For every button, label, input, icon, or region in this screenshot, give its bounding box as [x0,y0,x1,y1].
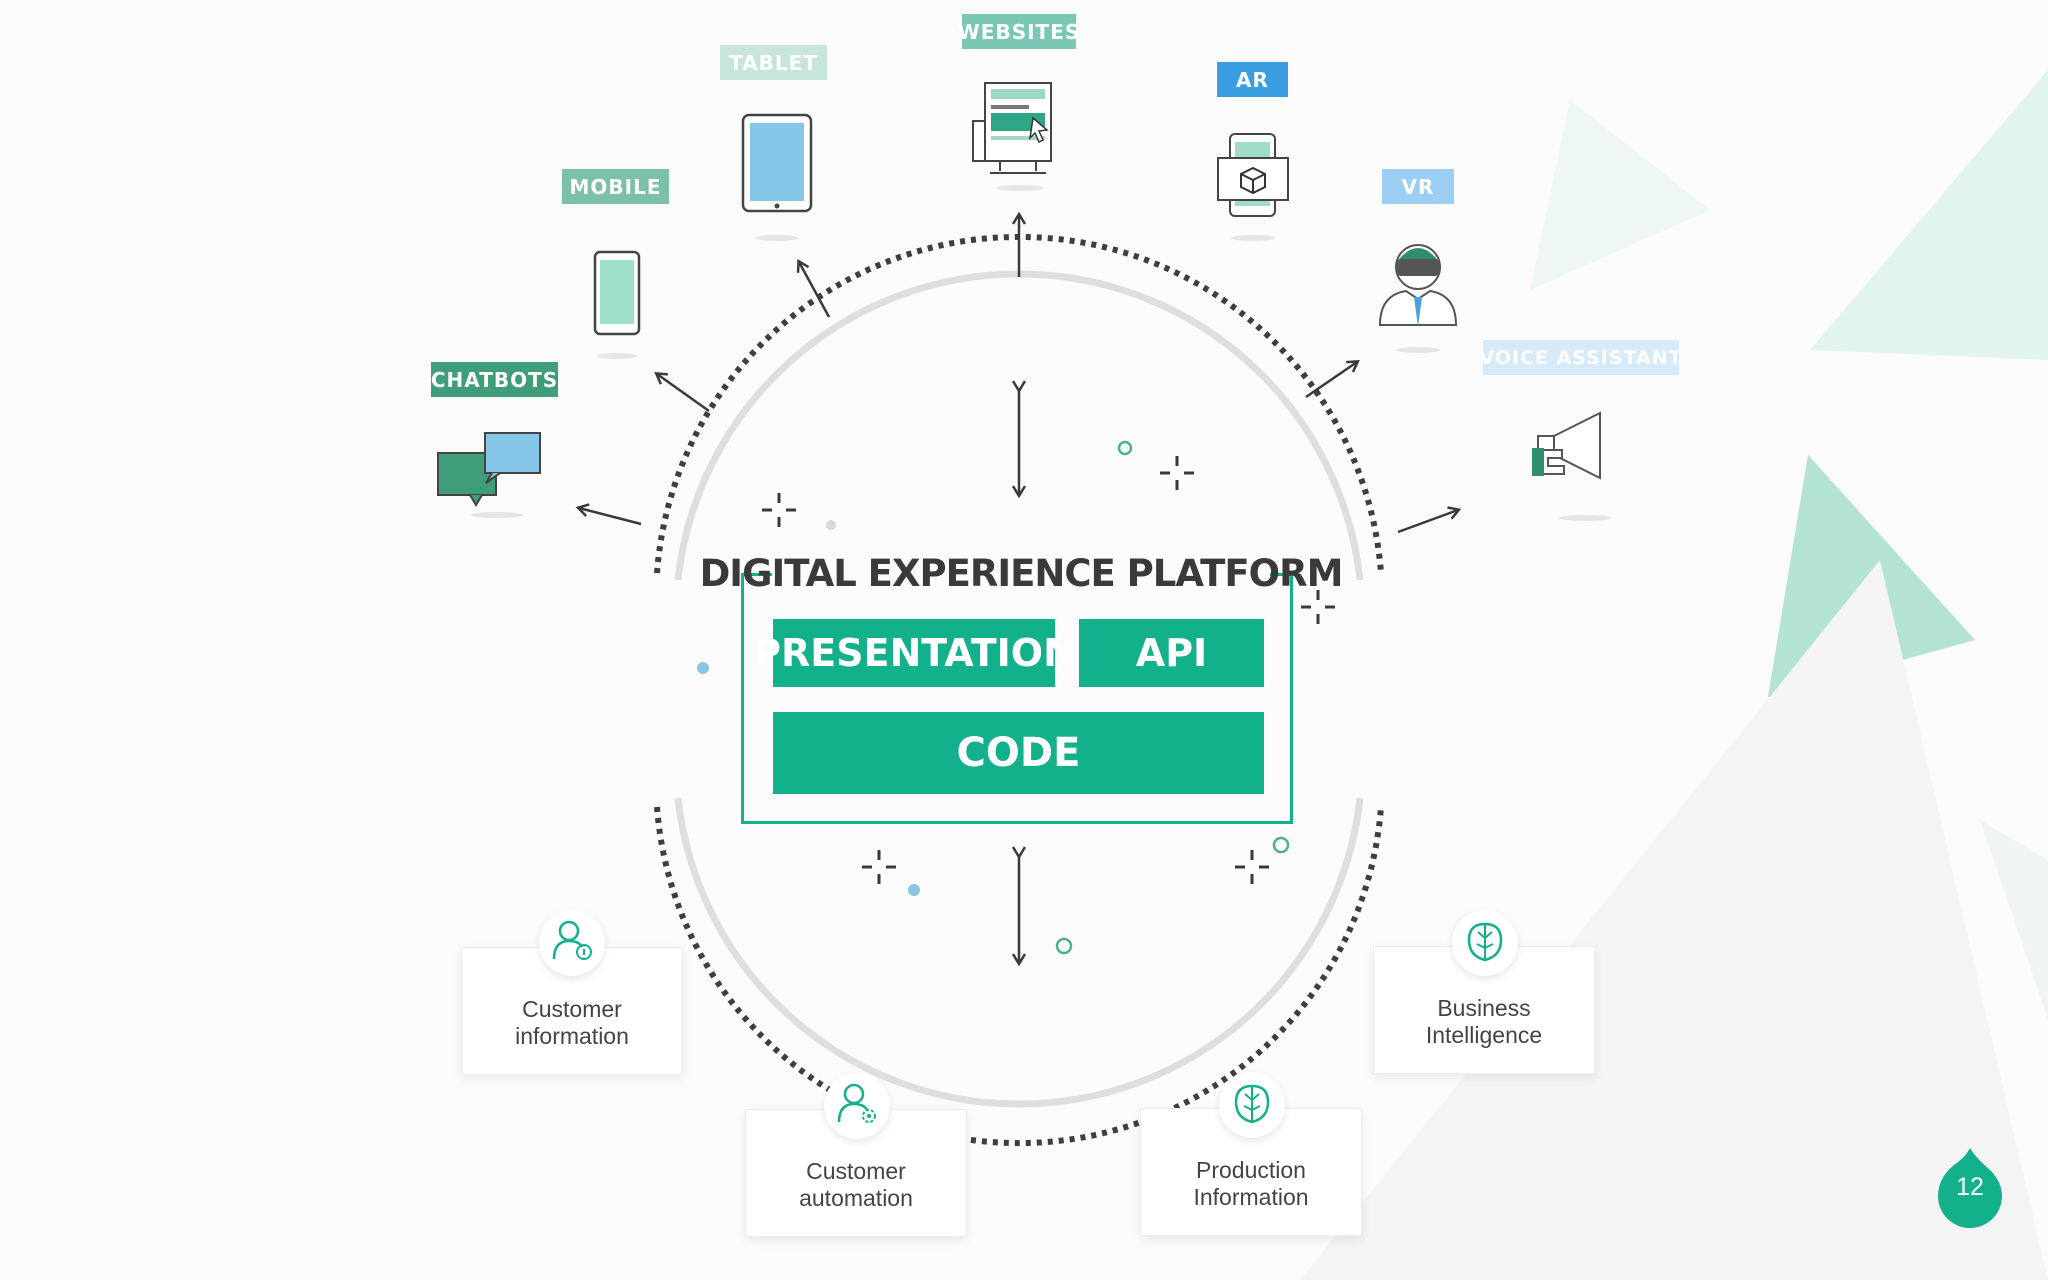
arrow-to-voice-assistant [1397,510,1458,534]
bg-triangle-2 [1810,70,2048,360]
card-line: information [515,1023,629,1049]
bottom-solid-arc [674,797,1364,1108]
arrow-to-chatbots [579,508,642,526]
tag-websites: WEBSITES [958,14,1079,49]
card-line: Business [1437,995,1531,1021]
bg-triangle-1 [1530,100,1710,290]
mobile-icon [593,250,641,359]
bg-triangle-5 [1980,820,2048,1020]
vr-headset-icon [1378,244,1458,353]
tag-chatbots-label: CHATBOTS [430,367,559,392]
dot-decoration [1117,440,1133,456]
card-line: Information [1193,1184,1309,1210]
tag-vr-label: VR [1401,174,1435,199]
bg-triangle-4 [1300,560,2048,1280]
api-block: API [1079,619,1264,687]
page-number: 12 [1956,1173,1984,1201]
card-line: Intelligence [1425,1022,1543,1048]
tag-voice-assistant-label: VOICE ASSISTANT [1479,346,1683,369]
arrow-to-vr [1305,362,1357,399]
card-business-intelligence: Business Intelligence [1373,946,1595,1074]
tag-ar: AR [1217,62,1288,97]
page-number-badge [1938,1148,2002,1228]
brain-icon [1452,910,1518,976]
tag-mobile-label: MOBILE [569,174,662,199]
card-line: automation [799,1185,913,1211]
monitor-icon [972,82,1052,191]
ar-phone-icon [1217,133,1289,241]
platform-title: DIGITAL EXPERIENCE PLATFORM [700,548,1343,598]
brain-icon [1219,1072,1285,1138]
tag-websites-label: WEBSITES [957,19,1081,44]
user-info-icon [539,910,605,976]
card-line: Customer [522,996,622,1022]
dot-decoration [1272,836,1290,854]
tag-tablet-label: TABLET [729,50,818,75]
code-block: CODE [773,712,1264,794]
card-line: Production [1196,1157,1306,1183]
card-line: Customer [806,1158,906,1184]
card-production-information: Production Information [1140,1108,1362,1236]
presentation-block: PRESENTATION [753,619,1075,687]
tablet-icon [741,113,813,241]
megaphone-icon [1532,411,1611,521]
card-customer-automation-label: Customer automation [746,1158,966,1212]
tag-voice-assistant: VOICE ASSISTANT [1479,340,1682,375]
card-customer-information-label: Customer information [462,996,682,1050]
dot-decoration [1055,937,1073,955]
arrow-to-mobile [657,374,710,413]
card-business-intelligence-label: Business Intelligence [1374,995,1594,1049]
sparkle-decorations [762,456,1335,884]
tag-vr: VR [1382,169,1454,204]
bottom-dotted-arc [654,806,1384,1146]
tag-ar-label: AR [1236,67,1269,92]
tag-chatbots: CHATBOTS [431,362,558,397]
user-gear-icon [824,1073,890,1139]
dot-decoration [908,884,920,896]
card-production-information-label: Production Information [1141,1157,1361,1211]
dot-decoration [697,662,709,674]
tag-tablet: TABLET [720,45,827,80]
tag-mobile: MOBILE [562,169,669,204]
arrow-to-tablet [799,262,831,318]
dot-decoration [826,520,836,530]
chat-bubbles-icon [437,432,541,518]
